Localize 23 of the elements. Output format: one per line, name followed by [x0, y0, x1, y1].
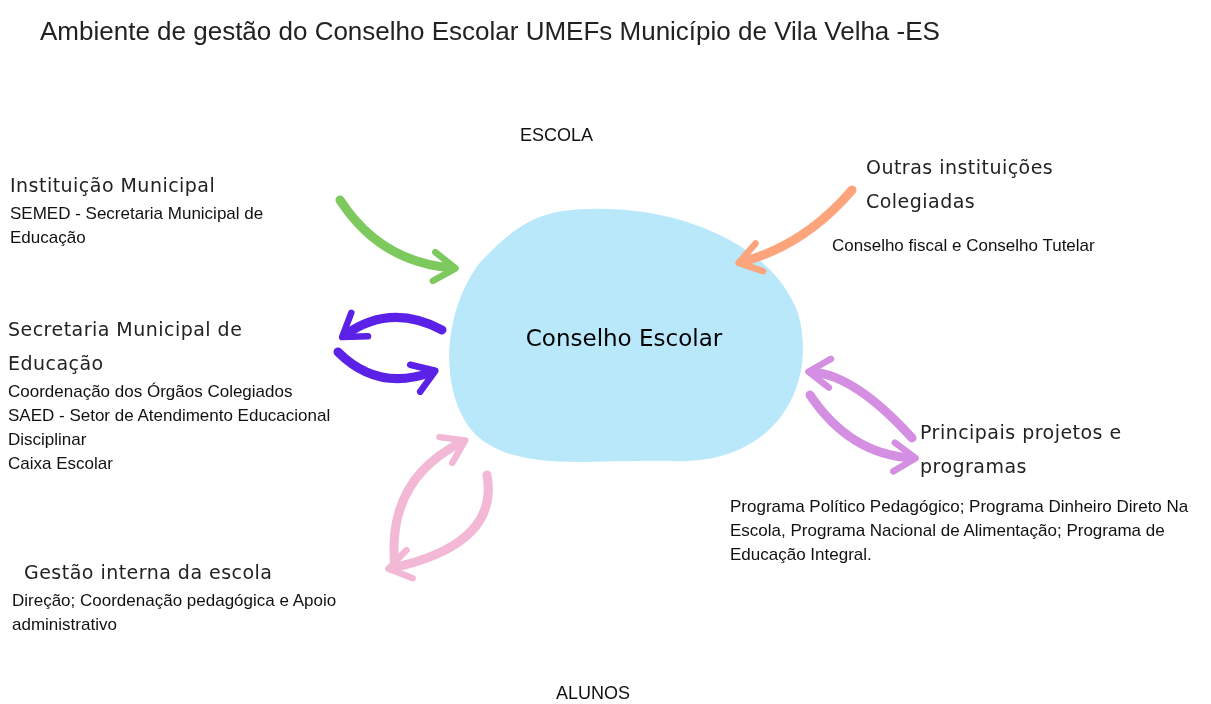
curved-arrow	[335, 195, 459, 284]
item-text: Programa Político Pedagógico; Programa Dinheiro Direto Na Escola, Programa Nacional de Alimentação; Programa de Educação Integral.	[730, 496, 1190, 566]
item-text: Conselho fiscal e Conselho Tutelar	[832, 235, 1096, 257]
curved-arrow	[385, 470, 493, 581]
curved-arrow	[805, 356, 917, 443]
group-heading: Gestão interna da escola	[23, 560, 274, 585]
region-label: ESCOLA	[520, 124, 594, 147]
group-heading: Principais projetos e programas	[919, 420, 1123, 479]
group-heading: Instituição Municipal	[10, 173, 217, 198]
curved-arrow	[805, 390, 919, 474]
group-heading: Outras instituições Colegiadas	[865, 155, 1055, 214]
item-text: SAED - Setor de Atendimento Educacional Disciplinar	[8, 405, 332, 451]
curved-arrow	[735, 185, 857, 274]
curved-arrow	[338, 309, 447, 341]
region-label: ALUNOS	[556, 682, 631, 704]
item-text: SEMED - Secretaria Municipal de Educação	[10, 203, 265, 249]
diagram-title: Ambiente de gestão do Conselho Escolar UMEFs Município de Vila Velha -ES	[40, 15, 940, 48]
item-text: Coordenação dos Órgãos Colegiados	[8, 381, 294, 403]
curved-arrow	[333, 347, 439, 395]
center-label: Conselho Escolar	[525, 323, 723, 353]
group-heading: Secretaria Municipal de Educação	[8, 317, 244, 376]
item-text: Direção; Coordenação pedagógica e Apoio administrativo	[12, 590, 338, 636]
item-text: Caixa Escolar	[8, 453, 114, 475]
